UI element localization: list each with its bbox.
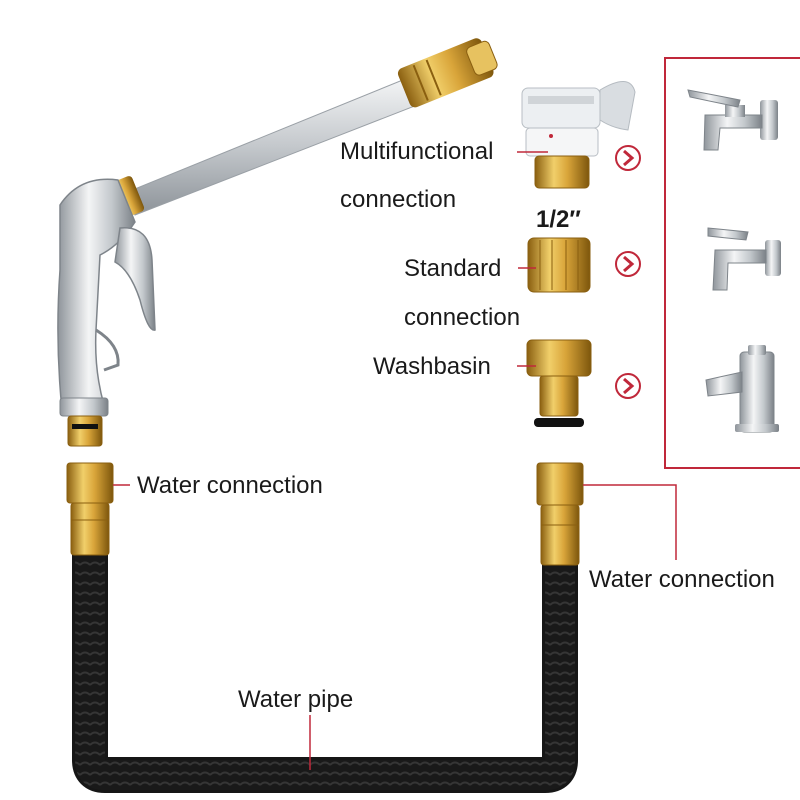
label-washbasin: Washbasin	[373, 353, 491, 380]
arrow-right-circle-icon	[615, 373, 641, 399]
label-water-pipe: Water pipe	[238, 686, 354, 713]
tap-panel-border	[664, 57, 800, 469]
label-water-connection-right: Water connection	[589, 566, 775, 593]
water-pipe-hose	[72, 540, 578, 793]
label-standard-connection: connection	[404, 304, 521, 331]
arrow-right-circle-icon	[615, 145, 641, 171]
wall-tap-small-icon	[707, 227, 781, 291]
callout-lines	[113, 151, 677, 770]
label-water-connection-left: Water connection	[137, 472, 323, 499]
label-multifunctional: Multifunctional	[340, 138, 494, 165]
multifunctional-adapter-icon	[521, 81, 636, 189]
label-half-inch: 1/2″	[536, 206, 581, 233]
label-standard: Standard	[404, 255, 502, 282]
left-hose-fitting	[66, 462, 114, 556]
right-hose-fitting	[536, 462, 584, 566]
basin-faucet-icon	[705, 345, 779, 433]
spray-gun-icon	[57, 38, 498, 447]
arrow-right-circle-icon	[615, 251, 641, 277]
standard-adapter-icon	[527, 237, 591, 293]
label-multifunctional-connection: connection	[340, 186, 457, 213]
wall-tap-icon	[687, 89, 778, 151]
washbasin-adapter-icon	[526, 339, 592, 427]
